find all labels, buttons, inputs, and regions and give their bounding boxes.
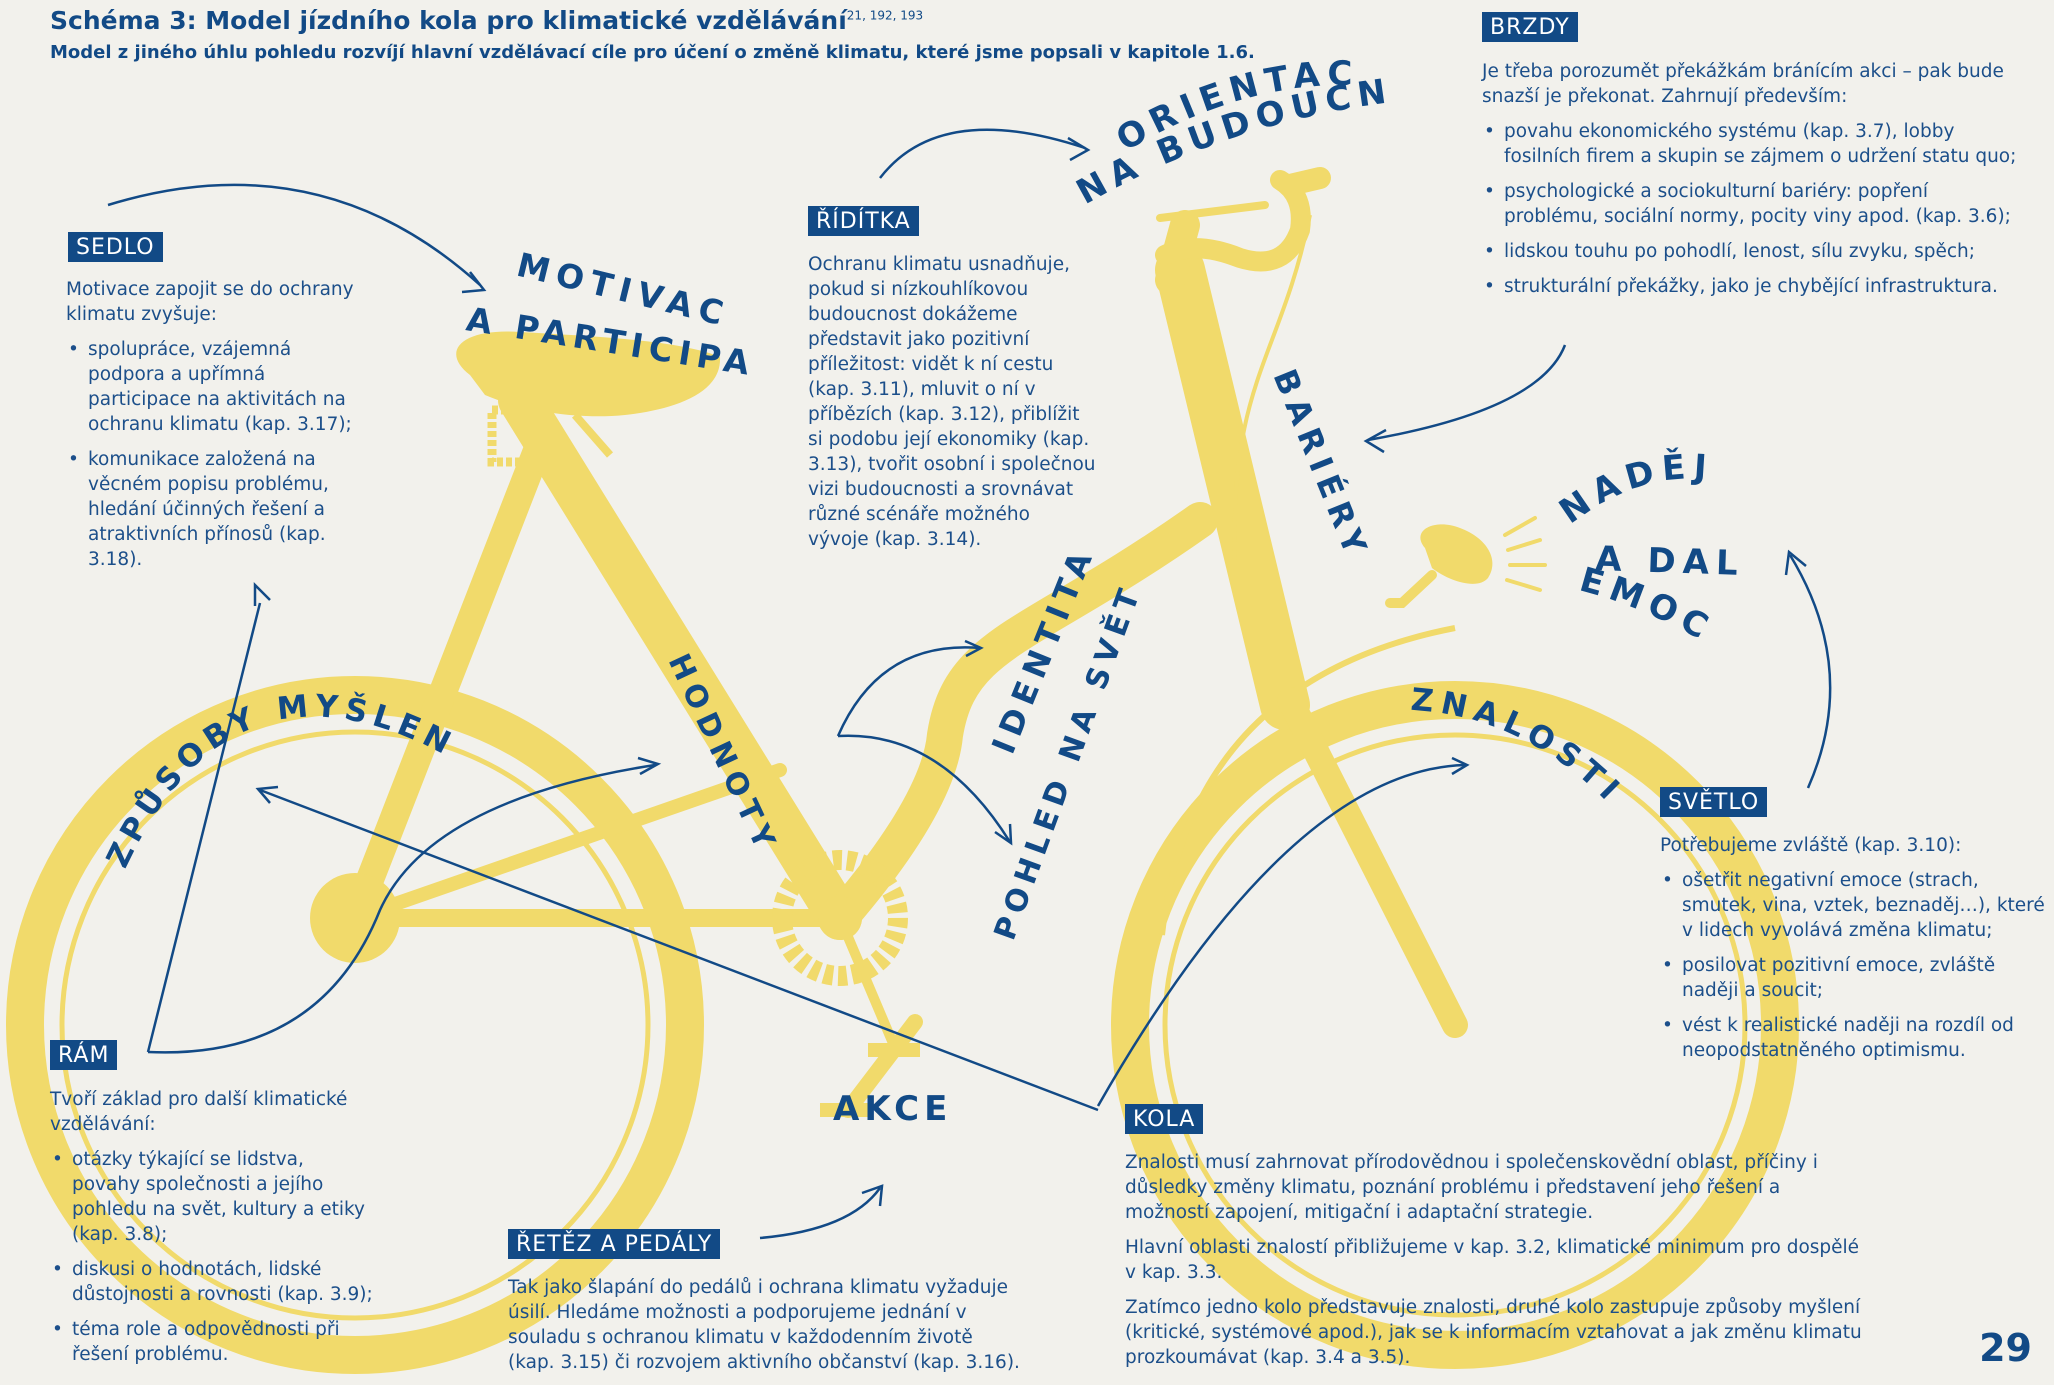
kola-paragraph: Zatímco jedno kolo představuje znalosti,… xyxy=(1125,1297,1862,1368)
page-number: 29 xyxy=(1979,1326,2032,1370)
svetlo-intro: Potřebujeme zvláště (kap. 3.10): xyxy=(1660,835,1962,856)
section-retez: Tak jako šlapání do pedálů i ochrana kli… xyxy=(508,1275,1023,1385)
list-item: vést k realistické naději na rozdíl od n… xyxy=(1660,1013,2050,1063)
list-item: komunikace založená na věcném popisu pro… xyxy=(66,447,366,572)
tag-sedlo: SEDLO xyxy=(68,232,163,262)
section-ram: Tvoří základ pro další klimatické vzdělá… xyxy=(50,1087,375,1377)
brzdy-intro: Je třeba porozumět překážkám bránícím ak… xyxy=(1482,61,2004,107)
pedal-upper xyxy=(820,1103,872,1117)
title-references: 21, 192, 193 xyxy=(846,8,924,23)
chainring xyxy=(772,850,908,986)
page-subtitle: Model z jiného úhlu pohledu rozvíjí hlav… xyxy=(50,42,1255,63)
page-title: Schéma 3: Model jízdního kola pro klimat… xyxy=(50,6,924,35)
brake-lever xyxy=(1156,201,1269,222)
kola-paragraph: Hlavní oblasti znalostí přibližujeme v k… xyxy=(1125,1237,1860,1283)
front-lamp xyxy=(1385,516,1547,608)
list-item: diskusi o hodnotách, lidské důstojnosti … xyxy=(50,1257,375,1307)
section-svetlo: Potřebujeme zvláště (kap. 3.10): ošetřit… xyxy=(1660,833,2050,1073)
kola-paragraph: Znalosti musí zahrnovat přírodovědnou i … xyxy=(1125,1152,1818,1223)
list-item: spolupráce, vzájemná podpora a upřímná p… xyxy=(66,337,366,437)
pedal-lower xyxy=(868,1043,920,1057)
tag-riditka: ŘÍDÍTKA xyxy=(808,206,919,236)
list-item: ošetřit negativní emoce (strach, smutek,… xyxy=(1660,868,2050,943)
tag-ram: RÁM xyxy=(50,1040,118,1070)
retez-text: Tak jako šlapání do pedálů i ochrana kli… xyxy=(508,1277,1020,1373)
label-hodnoty: HODNOTY xyxy=(661,649,785,861)
label-akce: AKCE xyxy=(833,1089,952,1129)
list-item: strukturální překážky, jako je chybějící… xyxy=(1482,274,2027,299)
saddle xyxy=(456,331,721,417)
section-brzdy: Je třeba porozumět překážkám bránícím ak… xyxy=(1482,59,2027,309)
list-item: otázky týkající se lidstva, povahy spole… xyxy=(50,1147,375,1247)
saddle-spring xyxy=(487,405,553,467)
tag-kola: KOLA xyxy=(1125,1104,1204,1134)
list-item: povahu ekonomického systému (kap. 3.7), … xyxy=(1482,119,2027,169)
list-item: psychologické a sociokulturní bariéry: p… xyxy=(1482,179,2027,229)
riditka-text: Ochranu klimatu usnadňuje, pokud si nízk… xyxy=(808,254,1096,550)
list-item: téma role a odpovědnosti při řešení prob… xyxy=(50,1317,375,1367)
brake-cable xyxy=(1232,214,1312,561)
list-item: lidskou touhu po pohodlí, lenost, sílu z… xyxy=(1482,239,2027,264)
tag-svetlo: SVĚTLO xyxy=(1660,787,1768,817)
handlebar-grip xyxy=(1279,167,1331,196)
section-riditka: Ochranu klimatu usnadňuje, pokud si nízk… xyxy=(808,252,1096,562)
ram-intro: Tvoří základ pro další klimatické vzdělá… xyxy=(50,1089,348,1135)
list-item: posilovat pozitivní emoce, zvláště naděj… xyxy=(1660,953,2050,1003)
connector-arrows xyxy=(107,128,1832,1240)
sedlo-intro: Motivace zapojit se do ochrany klimatu z… xyxy=(66,279,354,325)
handlebar xyxy=(1155,170,1311,272)
section-kola: Znalosti musí zahrnovat přírodovědnou i … xyxy=(1125,1150,1865,1380)
label-bariery: BARIÉRY xyxy=(1266,364,1377,566)
tag-brzdy: BRZDY xyxy=(1482,12,1578,42)
rear-hub xyxy=(310,873,400,963)
section-sedlo: Motivace zapojit se do ochrany klimatu z… xyxy=(66,277,366,582)
tag-retez-a-pedaly: ŘETĚZ A PEDÁLY xyxy=(508,1229,721,1259)
